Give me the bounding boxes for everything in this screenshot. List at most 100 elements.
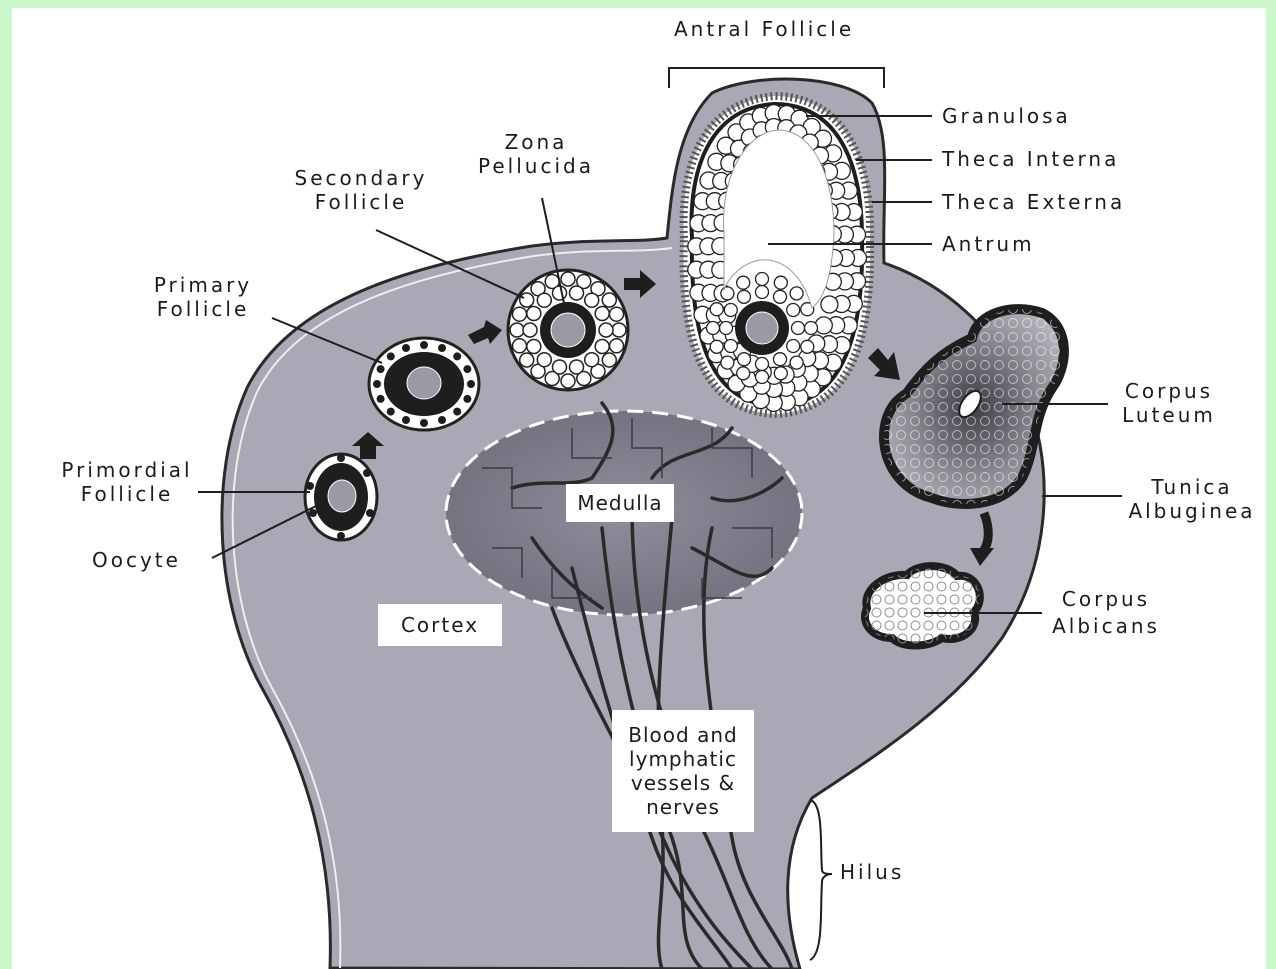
granulosa-cell xyxy=(561,374,575,388)
label-vessels-line4: nerves xyxy=(646,795,720,819)
granulosa-cell xyxy=(570,360,584,374)
granulosa-cell-nucleus xyxy=(463,365,471,373)
granulosa-cell xyxy=(553,286,567,300)
granulosa-cell xyxy=(527,340,541,354)
granulosa-cell xyxy=(513,307,527,321)
granulosa-cell xyxy=(520,353,534,367)
cumulus-cell xyxy=(738,353,751,366)
granulosa-cell-nucleus xyxy=(387,352,395,360)
granulosa-cell xyxy=(612,323,626,337)
label-secondary-line1: Secondary xyxy=(284,166,438,190)
cumulus-cell xyxy=(721,287,734,300)
granulosa-cell xyxy=(537,293,551,307)
cumulus-cell xyxy=(710,303,723,316)
cumulus-cell xyxy=(787,304,800,317)
label-cortex: Cortex xyxy=(378,604,502,646)
label-vessels-line1: Blood and xyxy=(628,723,737,747)
granulosa-cell xyxy=(570,286,584,300)
cumulus-cell xyxy=(707,322,720,335)
label-vessels: Blood and lymphatic vessels & nerves xyxy=(612,710,754,832)
label-theca-interna: Theca Interna xyxy=(942,147,1119,171)
granulosa-cell xyxy=(821,296,838,313)
label-corpus-luteum-line1: Corpus xyxy=(1106,379,1232,403)
cumulus-cell xyxy=(721,356,734,369)
cumulus-cell xyxy=(774,367,787,380)
cumulus-cell xyxy=(756,273,769,286)
label-corpus-albicans-line1: Corpus xyxy=(1042,587,1170,611)
cumulus-cell xyxy=(756,358,769,371)
granulosa-cell xyxy=(553,360,567,374)
granulosa-cell xyxy=(513,339,527,353)
label-hilus: Hilus xyxy=(840,860,904,884)
granulosa-cell xyxy=(585,353,599,367)
granulosa-cell-nucleus xyxy=(420,419,428,427)
cumulus-cell xyxy=(805,322,818,335)
antral-follicle xyxy=(684,96,871,414)
label-primordial-line1: Primordial xyxy=(52,458,202,482)
cumulus-cell xyxy=(790,356,803,369)
primordial-follicle xyxy=(305,454,377,540)
granulosa-cell-nucleus xyxy=(453,408,461,416)
cumulus-cell xyxy=(720,322,733,335)
label-antral-follicle: Antral Follicle xyxy=(674,17,854,41)
granulosa-cell xyxy=(520,293,534,307)
granulosa-cell xyxy=(595,307,609,321)
label-zona-line1: Zona xyxy=(468,130,604,154)
granulosa-cell-nucleus xyxy=(377,395,385,403)
cumulus-cell xyxy=(790,287,803,300)
cumulus-cell xyxy=(756,286,769,299)
cumulus-cell xyxy=(774,353,787,366)
granulosa-cell-nucleus xyxy=(402,344,410,352)
granulosa-cell-nucleus xyxy=(438,416,446,424)
cumulus-cell xyxy=(738,290,751,303)
label-oocyte: Oocyte xyxy=(92,548,181,572)
granulosa-cell-nucleus xyxy=(387,408,395,416)
cumulus-cell xyxy=(710,340,723,353)
granulosa-cell xyxy=(610,339,624,353)
label-primordial-line2: Follicle xyxy=(52,482,202,506)
granulosa-cell xyxy=(527,307,541,321)
cumulus-cell xyxy=(737,276,750,289)
cumulus-cell xyxy=(737,367,750,380)
label-tunica-line1: Tunica xyxy=(1124,475,1260,499)
granulosa-cell xyxy=(510,323,524,337)
granulosa-cell-nucleus xyxy=(463,395,471,403)
label-granulosa: Granulosa xyxy=(942,104,1071,128)
cumulus-cell xyxy=(801,340,814,353)
cumulus-cell xyxy=(787,340,800,353)
label-corpus-luteum-line2: Luteum xyxy=(1106,403,1232,427)
label-primary-line2: Follicle xyxy=(138,297,268,321)
granulosa-cell xyxy=(815,317,832,334)
label-vessels-line2: lymphatic xyxy=(629,747,737,771)
granulosa-cell-nucleus xyxy=(377,365,385,373)
label-antrum: Antrum xyxy=(942,232,1035,256)
granulosa-cell xyxy=(523,323,537,337)
label-vessels-line3: vessels & xyxy=(631,771,735,795)
granulosa-cell-nucleus xyxy=(438,344,446,352)
label-primary-line1: Primary xyxy=(138,273,268,297)
label-secondary-line2: Follicle xyxy=(284,190,438,214)
granulosa-cell xyxy=(610,307,624,321)
granulosa-cell xyxy=(585,293,599,307)
cumulus-cell xyxy=(774,290,787,303)
cumulus-cell xyxy=(756,371,769,384)
granulosa-cell xyxy=(561,272,575,286)
granulosa-cell xyxy=(602,353,616,367)
granulosa-cell-nucleus xyxy=(373,380,381,388)
secondary-follicle xyxy=(508,270,628,390)
granulosa-cell xyxy=(602,293,616,307)
granulosa-cell xyxy=(595,340,609,354)
label-medulla: Medulla xyxy=(566,484,674,522)
label-tunica-line2: Albuginea xyxy=(1124,499,1260,523)
primary-follicle xyxy=(369,338,479,430)
granulosa-cell xyxy=(599,323,613,337)
cumulus-cell xyxy=(774,276,787,289)
label-corpus-albicans-line2: Albicans xyxy=(1042,614,1170,638)
diagram-frame: Antral Follicle Granulosa Theca Interna … xyxy=(12,8,1266,969)
label-zona-line2: Pellucida xyxy=(468,154,604,178)
corpus-albicans xyxy=(865,566,980,645)
granulosa-cell xyxy=(537,353,551,367)
label-theca-externa: Theca Externa xyxy=(942,190,1125,214)
cumulus-cell xyxy=(792,322,805,335)
granulosa-cell-nucleus xyxy=(467,380,475,388)
